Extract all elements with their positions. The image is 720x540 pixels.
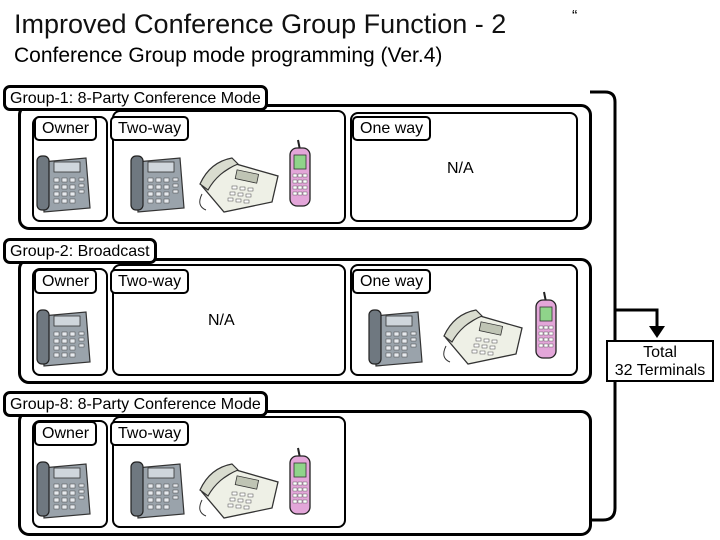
cordless-phone-icon bbox=[199, 157, 279, 213]
group-1-two-way-label: Two-way bbox=[110, 116, 190, 141]
page-subtitle: Conference Group mode programming (Ver.4… bbox=[14, 44, 443, 67]
group-1-na-text: N/A bbox=[447, 160, 474, 177]
mobile-phone-icon bbox=[289, 139, 311, 207]
total-terminals-box: Total 32 Terminals bbox=[606, 340, 714, 382]
mobile-phone-icon bbox=[535, 291, 557, 359]
desk-phone-icon bbox=[130, 155, 185, 213]
group-2-one-way-label: One way bbox=[352, 269, 432, 294]
group-2-two-way-label: Two-way bbox=[110, 269, 190, 294]
desk-phone-icon bbox=[130, 461, 185, 519]
total-bracket bbox=[590, 90, 665, 522]
group-2-owner-label: Owner bbox=[34, 269, 98, 294]
desk-phone-icon bbox=[36, 309, 91, 367]
group-8-owner-label: Owner bbox=[34, 421, 98, 446]
desk-phone-icon bbox=[368, 309, 423, 367]
group-1-one-way-label: One way bbox=[352, 116, 432, 141]
group-8-two-way-label: Two-way bbox=[110, 421, 190, 446]
cordless-phone-icon bbox=[443, 309, 523, 365]
total-count: 32 Terminals bbox=[614, 362, 706, 379]
arrow-down-icon bbox=[649, 326, 665, 338]
group-1-label: Group-1: 8-Party Conference Mode bbox=[3, 85, 268, 111]
group-2-label: Group-2: Broadcast bbox=[3, 238, 157, 264]
desk-phone-icon bbox=[36, 461, 91, 519]
group-8-label: Group-8: 8-Party Conference Mode bbox=[3, 391, 268, 417]
mobile-phone-icon bbox=[289, 447, 311, 515]
cordless-phone-icon bbox=[199, 463, 279, 519]
desk-phone-icon bbox=[36, 155, 91, 213]
quote-mark: “ bbox=[572, 8, 578, 25]
group-2-na-text: N/A bbox=[208, 312, 235, 329]
total-label: Total bbox=[643, 344, 677, 361]
group-1-owner-label: Owner bbox=[34, 116, 98, 141]
page-title: Improved Conference Group Function - 2 bbox=[14, 9, 507, 39]
